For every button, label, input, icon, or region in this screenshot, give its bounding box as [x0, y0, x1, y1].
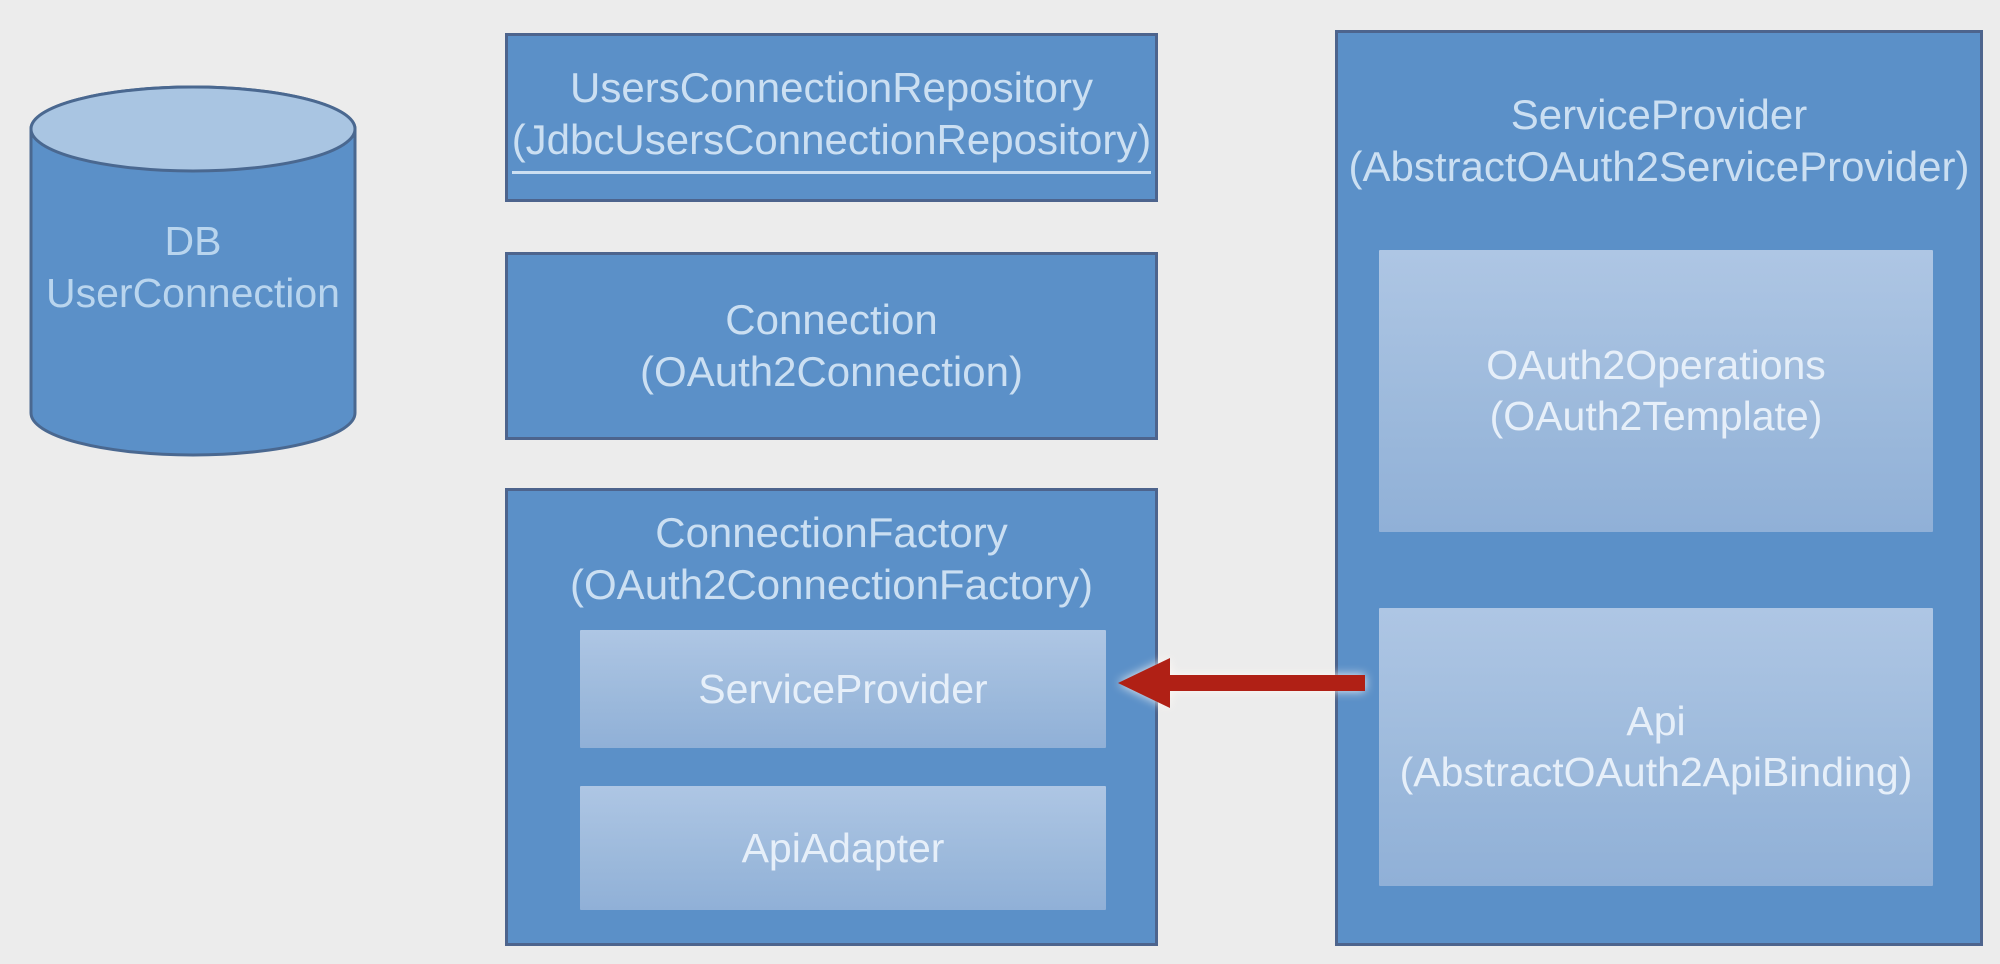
service-provider-impl: (AbstractOAuth2ServiceProvider) — [1348, 143, 1970, 190]
database-label: DB UserConnection — [28, 215, 358, 319]
oauth2-operations-label-line1: OAuth2Operations — [1486, 342, 1826, 388]
dependency-arrow-icon — [1118, 658, 1365, 708]
api-adapter-inner-box: ApiAdapter — [580, 786, 1106, 910]
api-label-line1: Api — [1626, 698, 1686, 744]
users-connection-repository-title: UsersConnectionRepository — [570, 63, 1093, 111]
database-label-line1: DB — [164, 218, 222, 264]
api-inner-box: Api (AbstractOAuth2ApiBinding) — [1379, 608, 1933, 886]
oauth2-operations-inner-box: OAuth2Operations (OAuth2Template) — [1379, 250, 1933, 532]
connection-title: Connection — [725, 296, 938, 343]
api-label-line2: (AbstractOAuth2ApiBinding) — [1399, 749, 1913, 795]
oauth2-operations-label-line2: (OAuth2Template) — [1489, 393, 1823, 439]
service-provider-inner-box: ServiceProvider — [580, 630, 1106, 748]
service-provider-inner-label: ServiceProvider — [698, 665, 988, 712]
users-connection-repository-impl: (JdbcUsersConnectionRepository) — [511, 114, 1152, 174]
connection-factory-impl: (OAuth2ConnectionFactory) — [570, 561, 1093, 608]
users-connection-repository-box: UsersConnectionRepository (JdbcUsersConn… — [505, 33, 1158, 202]
database-cylinder-icon — [29, 85, 357, 457]
connection-factory-title: ConnectionFactory — [655, 509, 1008, 556]
service-provider-title: ServiceProvider — [1510, 91, 1808, 138]
connection-box: Connection (OAuth2Connection) — [505, 252, 1158, 440]
api-adapter-inner-label: ApiAdapter — [741, 824, 945, 871]
connection-impl: (OAuth2Connection) — [640, 348, 1023, 395]
database-label-line2: UserConnection — [46, 270, 340, 316]
